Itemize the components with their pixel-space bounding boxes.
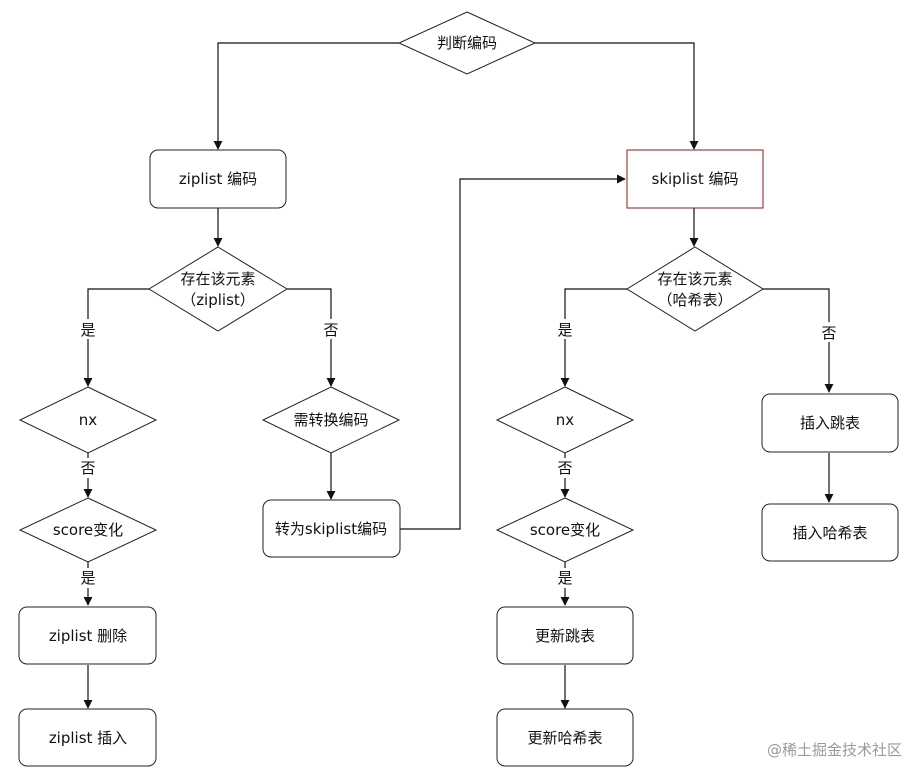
- decision-nx-left: nx: [18, 386, 158, 454]
- box-skiplist-encoding: skiplist 编码: [626, 149, 764, 209]
- box-ziplist-encoding: ziplist 编码: [149, 149, 287, 209]
- decision-score-change-left-label: score变化: [53, 521, 123, 539]
- edge-exists-ziplist-no: [287, 288, 336, 387]
- decision-exists-hash: 存在该元素 （哈希表）: [626, 246, 764, 332]
- box-ziplist-encoding-label: ziplist 编码: [179, 170, 257, 188]
- edge-label-left-score-yes: 是: [80, 569, 95, 587]
- box-ziplist-delete: ziplist 删除: [18, 606, 157, 665]
- decision-exists-hash-line1: 存在该元素: [657, 270, 732, 288]
- decision-exists-hash-line2: （哈希表）: [657, 291, 732, 309]
- edge-label-left-no: 否: [323, 321, 338, 339]
- box-ziplist-delete-label: ziplist 删除: [49, 627, 127, 645]
- edges: [83, 42, 834, 709]
- decision-score-change-right: score变化: [495, 497, 635, 563]
- decision-nx-right-label: nx: [556, 411, 575, 429]
- edge-exists-hash-yes: [560, 288, 627, 387]
- watermark-text: @稀土掘金技术社区: [767, 741, 902, 759]
- edge-label-right-nx-no: 否: [557, 459, 572, 477]
- edge-label-left-nx-no: 否: [80, 459, 95, 477]
- edge-exists-hash-no: [763, 288, 834, 393]
- box-skiplist-encoding-label: skiplist 编码: [652, 170, 739, 188]
- edge-judge-to-ziplist: [213, 42, 399, 150]
- decision-score-change-right-label: score变化: [530, 521, 600, 539]
- decision-need-convert-label: 需转换编码: [293, 411, 368, 429]
- decision-score-change-left: score变化: [18, 497, 158, 563]
- decision-exists-ziplist: 存在该元素 （ziplist）: [148, 246, 288, 332]
- decision-nx-right: nx: [495, 386, 635, 454]
- box-insert-skiplist: 插入跳表: [761, 393, 899, 453]
- box-ziplist-insert-label: ziplist 插入: [49, 729, 127, 747]
- box-insert-hash-label: 插入哈希表: [792, 524, 867, 542]
- box-convert-to-skiplist: 转为skiplist编码: [262, 499, 401, 558]
- edge-label-left-yes: 是: [80, 321, 95, 339]
- decision-exists-ziplist-line1: 存在该元素: [180, 270, 255, 288]
- decision-nx-left-label: nx: [79, 411, 98, 429]
- box-insert-skiplist-label: 插入跳表: [800, 414, 860, 432]
- decision-exists-ziplist-line2: （ziplist）: [181, 291, 255, 309]
- decision-need-convert: 需转换编码: [261, 386, 401, 454]
- box-update-hash-label: 更新哈希表: [527, 729, 602, 747]
- box-update-hash: 更新哈希表: [496, 708, 634, 767]
- edge-labels: 是 否 否 是 是 否 否 是: [79, 319, 838, 588]
- box-convert-to-skiplist-label: 转为skiplist编码: [275, 520, 387, 538]
- box-ziplist-insert: ziplist 插入: [18, 708, 157, 767]
- edge-label-right-yes: 是: [557, 321, 572, 339]
- box-update-skiplist-label: 更新跳表: [535, 627, 595, 645]
- box-update-skiplist: 更新跳表: [496, 606, 634, 665]
- edge-convert-to-skiplist: [400, 174, 626, 530]
- box-insert-hash: 插入哈希表: [761, 503, 899, 562]
- edge-judge-to-skiplist: [535, 42, 699, 150]
- edge-label-right-score-yes: 是: [557, 569, 572, 587]
- decision-judge-encoding-label: 判断编码: [437, 34, 497, 52]
- edge-label-right-no: 否: [821, 324, 836, 342]
- edge-exists-ziplist-yes: [83, 288, 149, 387]
- decision-judge-encoding: 判断编码: [397, 11, 537, 75]
